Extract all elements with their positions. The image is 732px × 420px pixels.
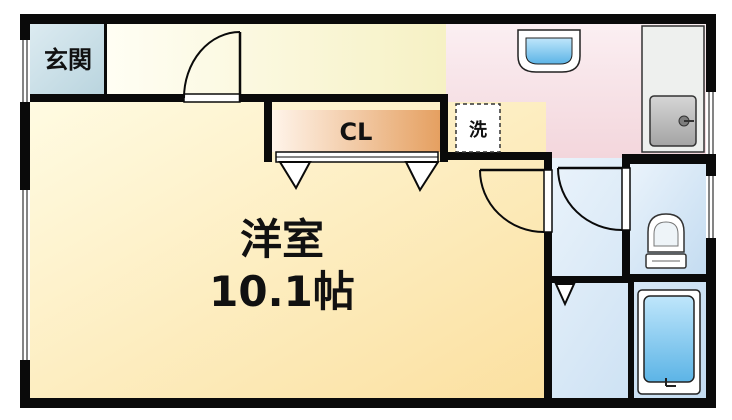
bathtub-icon <box>637 289 701 395</box>
wall-room-east-upper <box>544 152 552 170</box>
window-left-lower <box>20 190 30 360</box>
hall-floor <box>106 24 446 96</box>
wall-closet-left <box>264 94 272 162</box>
western-room-name: 洋室 <box>240 215 324 264</box>
wall-bath-top <box>552 276 628 282</box>
wall-room-top-mid <box>240 94 446 102</box>
closet-door-swing-marks <box>278 161 440 193</box>
western-room-size: 10.1帖 <box>209 267 355 316</box>
wall-top <box>20 14 716 24</box>
door-entrance-to-hall <box>183 31 242 103</box>
door-bath <box>552 281 628 307</box>
wall-room-top-left <box>30 94 184 102</box>
window-left-upper <box>20 40 30 102</box>
wall-room-east-lower <box>544 232 552 398</box>
laundry-label: 洗 <box>469 119 487 141</box>
wall-kitchen-room <box>446 152 552 160</box>
wall-bottom <box>20 398 716 408</box>
wall-toilet-top <box>622 154 706 164</box>
window-right-kitchen <box>706 92 716 154</box>
door-room-to-washroom <box>479 168 553 233</box>
door-washroom-to-toilet <box>557 166 631 231</box>
wall-entrance-divider <box>104 24 107 96</box>
toilet-icon <box>645 213 687 269</box>
entrance-floor <box>30 24 106 96</box>
wall-bath-left <box>628 282 634 398</box>
window-right-toilet <box>706 176 716 238</box>
wall-closet-right <box>440 94 448 162</box>
closet-floor <box>272 110 440 152</box>
closet-door-track <box>275 151 439 163</box>
wall-toilet-bottom <box>622 274 706 282</box>
washbasin-icon <box>517 29 581 73</box>
kitchen-counter <box>641 25 705 153</box>
closet-label: CL <box>340 118 373 146</box>
kitchen-sink-icon <box>649 95 697 147</box>
laundry-area <box>455 103 501 153</box>
entrance-label: 玄関 <box>44 46 92 74</box>
